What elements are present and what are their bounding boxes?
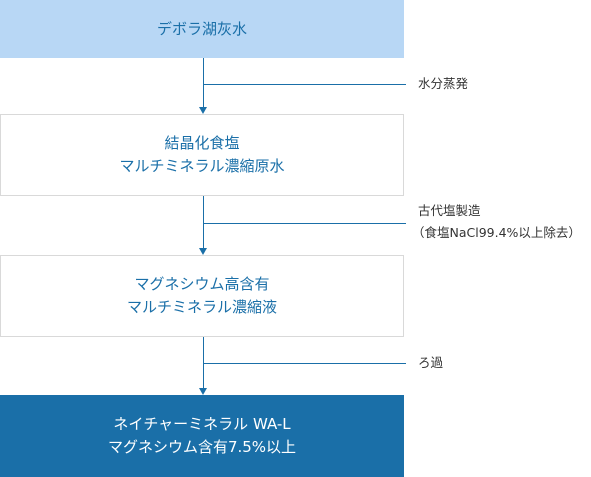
step-label: マルチミネラル濃縮液 [126,298,277,316]
step-box-deborah-lake-water: デボラ湖灰水 [0,0,404,58]
connector-line [203,337,204,388]
step-label: マルチミネラル濃縮原水 [119,157,285,175]
connector-line [203,58,204,108]
process-label-ancient-salt: 古代塩製造 （食塩NaCl99.4%以上除去） [412,203,581,240]
arrow-down-icon [199,107,207,114]
step-box-nature-mineral-product: ネイチャーミネラル WA-L マグネシウム含有7.5%以上 [0,395,404,477]
process-branch-line [203,363,406,364]
process-label-evaporation: 水分蒸発 [418,76,469,91]
step-label: ネイチャーミネラル WA-L [113,415,291,433]
step-label: マグネシウム含有7.5%以上 [107,438,297,456]
connector-line [203,196,204,248]
process-label-filtration: ろ過 [418,355,444,370]
process-branch-line [203,84,406,85]
step-label: マグネシウム高含有 [134,275,270,293]
step-label: 結晶化食塩 [164,134,240,152]
step-label: デボラ湖灰水 [156,19,247,38]
arrow-down-icon [199,388,207,395]
step-box-magnesium-concentrate: マグネシウム高含有 マルチミネラル濃縮液 [0,255,404,337]
arrow-down-icon [199,248,207,255]
process-branch-line [203,223,406,224]
step-box-crystallized-salt: 結晶化食塩 マルチミネラル濃縮原水 [0,114,404,196]
